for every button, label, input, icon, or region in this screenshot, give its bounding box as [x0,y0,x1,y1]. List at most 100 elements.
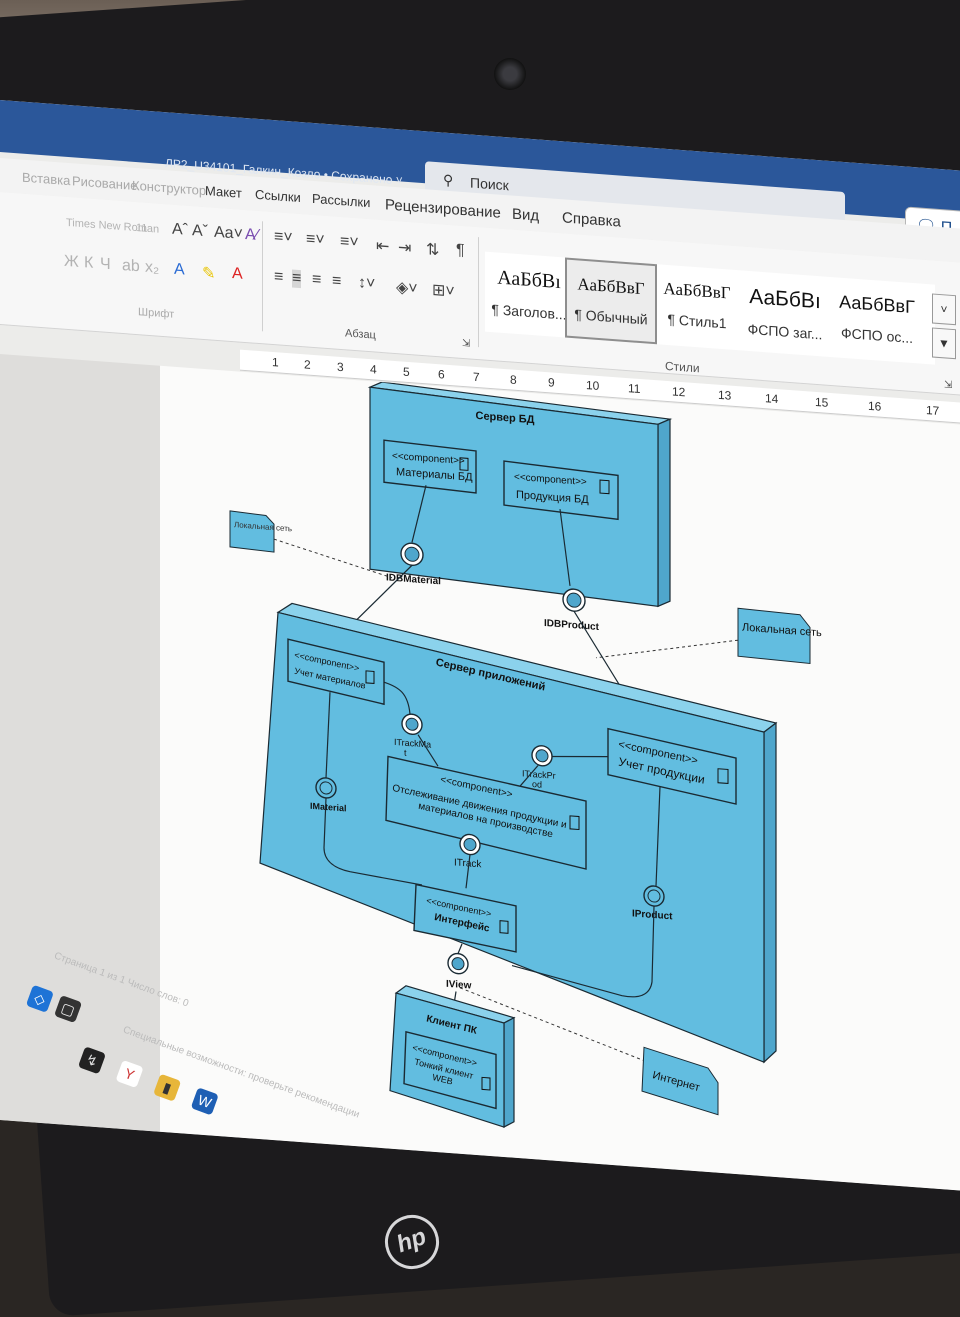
style-fspo-main[interactable]: АаБбВвГ ФСПО ос... [833,277,921,359]
align-center-icon[interactable]: ≡ [292,269,302,289]
style-style1[interactable]: АаБбВвГ ¶ Стиль1 [653,264,741,346]
strikethrough-icon[interactable]: ab [122,256,140,276]
decrease-indent-icon[interactable]: ⇤ [376,237,390,256]
increase-indent-icon[interactable]: ⇥ [398,239,412,258]
component-icon [717,768,729,784]
tab-review[interactable]: Рецензирование [385,196,501,222]
styles-group-label: Стили [665,358,700,376]
note-internet[interactable]: Интернет [641,1046,719,1116]
interface-label-line1: ITrackPr [522,768,556,780]
grow-font-icon[interactable]: Aˆ [172,220,188,239]
borders-icon[interactable]: ⊞˅ [432,281,455,301]
text-effects-icon[interactable]: A [174,260,185,279]
numbering-icon[interactable]: ≡˅ [306,230,325,249]
interface-itrackprod[interactable]: ITrackPr od [522,744,556,790]
note-local-network-right[interactable]: Локальная сеть [737,607,822,665]
change-case-icon[interactable]: Aa˅ [214,223,243,243]
italic-icon[interactable]: К [84,254,94,272]
yandex-browser-icon[interactable]: Y [115,1059,144,1089]
style-heading[interactable]: АаБбВı ¶ Заголов... [485,252,573,334]
style-name: ¶ Обычный [574,306,648,328]
webcam [494,58,526,90]
note-local-network-left[interactable]: Локальная сеть [229,510,292,554]
align-left-icon[interactable]: ≡ [274,268,284,286]
interface-imaterial[interactable]: IMaterial [310,777,346,814]
component-materials-db[interactable]: <<component>> Материалы БД [383,439,477,494]
interface-label: ITrack [454,857,482,870]
ruler-tick: 4 [370,362,377,377]
tab-help[interactable]: Справка [562,209,621,231]
connector [417,734,439,767]
tab-layout[interactable]: Макет [205,183,242,201]
underline-icon[interactable]: Ч [100,255,111,274]
ruler-tick: 2 [304,357,311,372]
ruler-tick: 9 [548,375,555,390]
task-view-icon[interactable]: ▢ [53,994,83,1024]
ruler-tick: 12 [672,384,686,400]
connector [559,509,571,586]
component-name-line2: WEB [432,1072,454,1087]
search-icon: ⚲ [443,171,454,189]
styles-launcher-icon[interactable]: ⇲ [944,379,953,391]
bold-icon[interactable]: Ж [64,252,79,271]
style-name: ¶ Заголов... [491,301,567,323]
font-size-box[interactable]: 11 [136,221,148,235]
component-interface[interactable]: <<component>> Интерфейс [413,883,517,953]
justify-icon[interactable]: ≡ [332,272,342,291]
start-icon[interactable]: ◇ [25,984,54,1013]
style-normal[interactable]: АаБбВвГ ¶ Обычный [565,257,657,345]
ruler-tick: 7 [473,369,480,385]
highlight-icon[interactable]: ✎ [202,264,216,283]
tab-view[interactable]: Вид [512,205,540,225]
font-color-icon[interactable]: A [232,265,243,283]
tab-mailings[interactable]: Рассылки [312,190,371,211]
component-icon [599,479,610,495]
shading-icon[interactable]: ◈˅ [396,279,418,298]
tab-draw[interactable]: Рисование [72,173,138,194]
component-stereotype: <<component>> [514,472,587,488]
paragraph-launcher-icon[interactable]: ⇲ [462,337,471,350]
document-page[interactable]: Сервер БД <<component>> Материалы БД <<c… [160,365,960,1191]
more-styles-icon[interactable]: ▼ [932,327,956,360]
component-icon [481,1076,491,1091]
interface-iview[interactable]: IView [446,952,472,992]
pilcrow-icon[interactable]: ¶ [456,241,465,260]
connector [457,943,463,954]
shrink-font-icon[interactable]: Aˇ [192,222,208,241]
note-text: Локальная сеть [234,520,292,533]
component-product-accounting[interactable]: <<component>> Учет продукции [607,727,737,805]
style-gallery-scroll: ˅ ▼ [932,293,956,360]
tab-references[interactable]: Ссылки [255,186,301,206]
sort-icon[interactable]: ⇅ [426,241,440,260]
note-link [595,639,739,659]
word-app-icon[interactable]: W [190,1087,219,1116]
component-thin-client[interactable]: <<component>> Тонкий клиент WEB [403,1030,497,1110]
note-link [459,987,647,1062]
multilevel-list-icon[interactable]: ≡˅ [340,232,359,252]
connector [465,854,471,889]
bullets-icon[interactable]: ≡˅ [274,228,293,247]
ruler-tick: 1 [272,354,279,370]
style-name: ФСПО заг... [747,320,823,343]
line-spacing-icon[interactable]: ↕˅ [358,274,376,293]
component-products-db[interactable]: <<component>> Продукция БД [503,460,619,521]
style-name: ФСПО ос... [840,324,914,347]
component-material-accounting[interactable]: <<component>> Учет материалов [287,638,385,706]
file-explorer-icon[interactable]: ▮ [153,1073,182,1102]
interface-iproduct[interactable]: IProduct [632,884,673,922]
style-fspo-heading[interactable]: АаБбВı ФСПО заг... [741,270,829,352]
app-icon[interactable]: ↯ [77,1046,107,1075]
tab-insert[interactable]: Вставка [22,169,71,189]
component-tracking[interactable]: <<component>> Отслеживание движения прод… [385,755,587,870]
ruler-tick: 11 [628,381,641,397]
subscript-icon[interactable]: x₂ [145,258,160,277]
tab-design[interactable]: Конструктор [132,177,207,199]
connector [655,786,661,887]
align-right-icon[interactable]: ≡ [312,270,322,289]
connector [511,905,655,998]
chevron-down-icon[interactable]: ˅ [932,293,956,326]
component-icon [459,457,469,471]
interface-idbmaterial[interactable]: IDBMaterial [386,541,441,587]
ruler-tick: 5 [403,364,410,380]
clear-format-icon[interactable]: A∕ [245,225,259,244]
